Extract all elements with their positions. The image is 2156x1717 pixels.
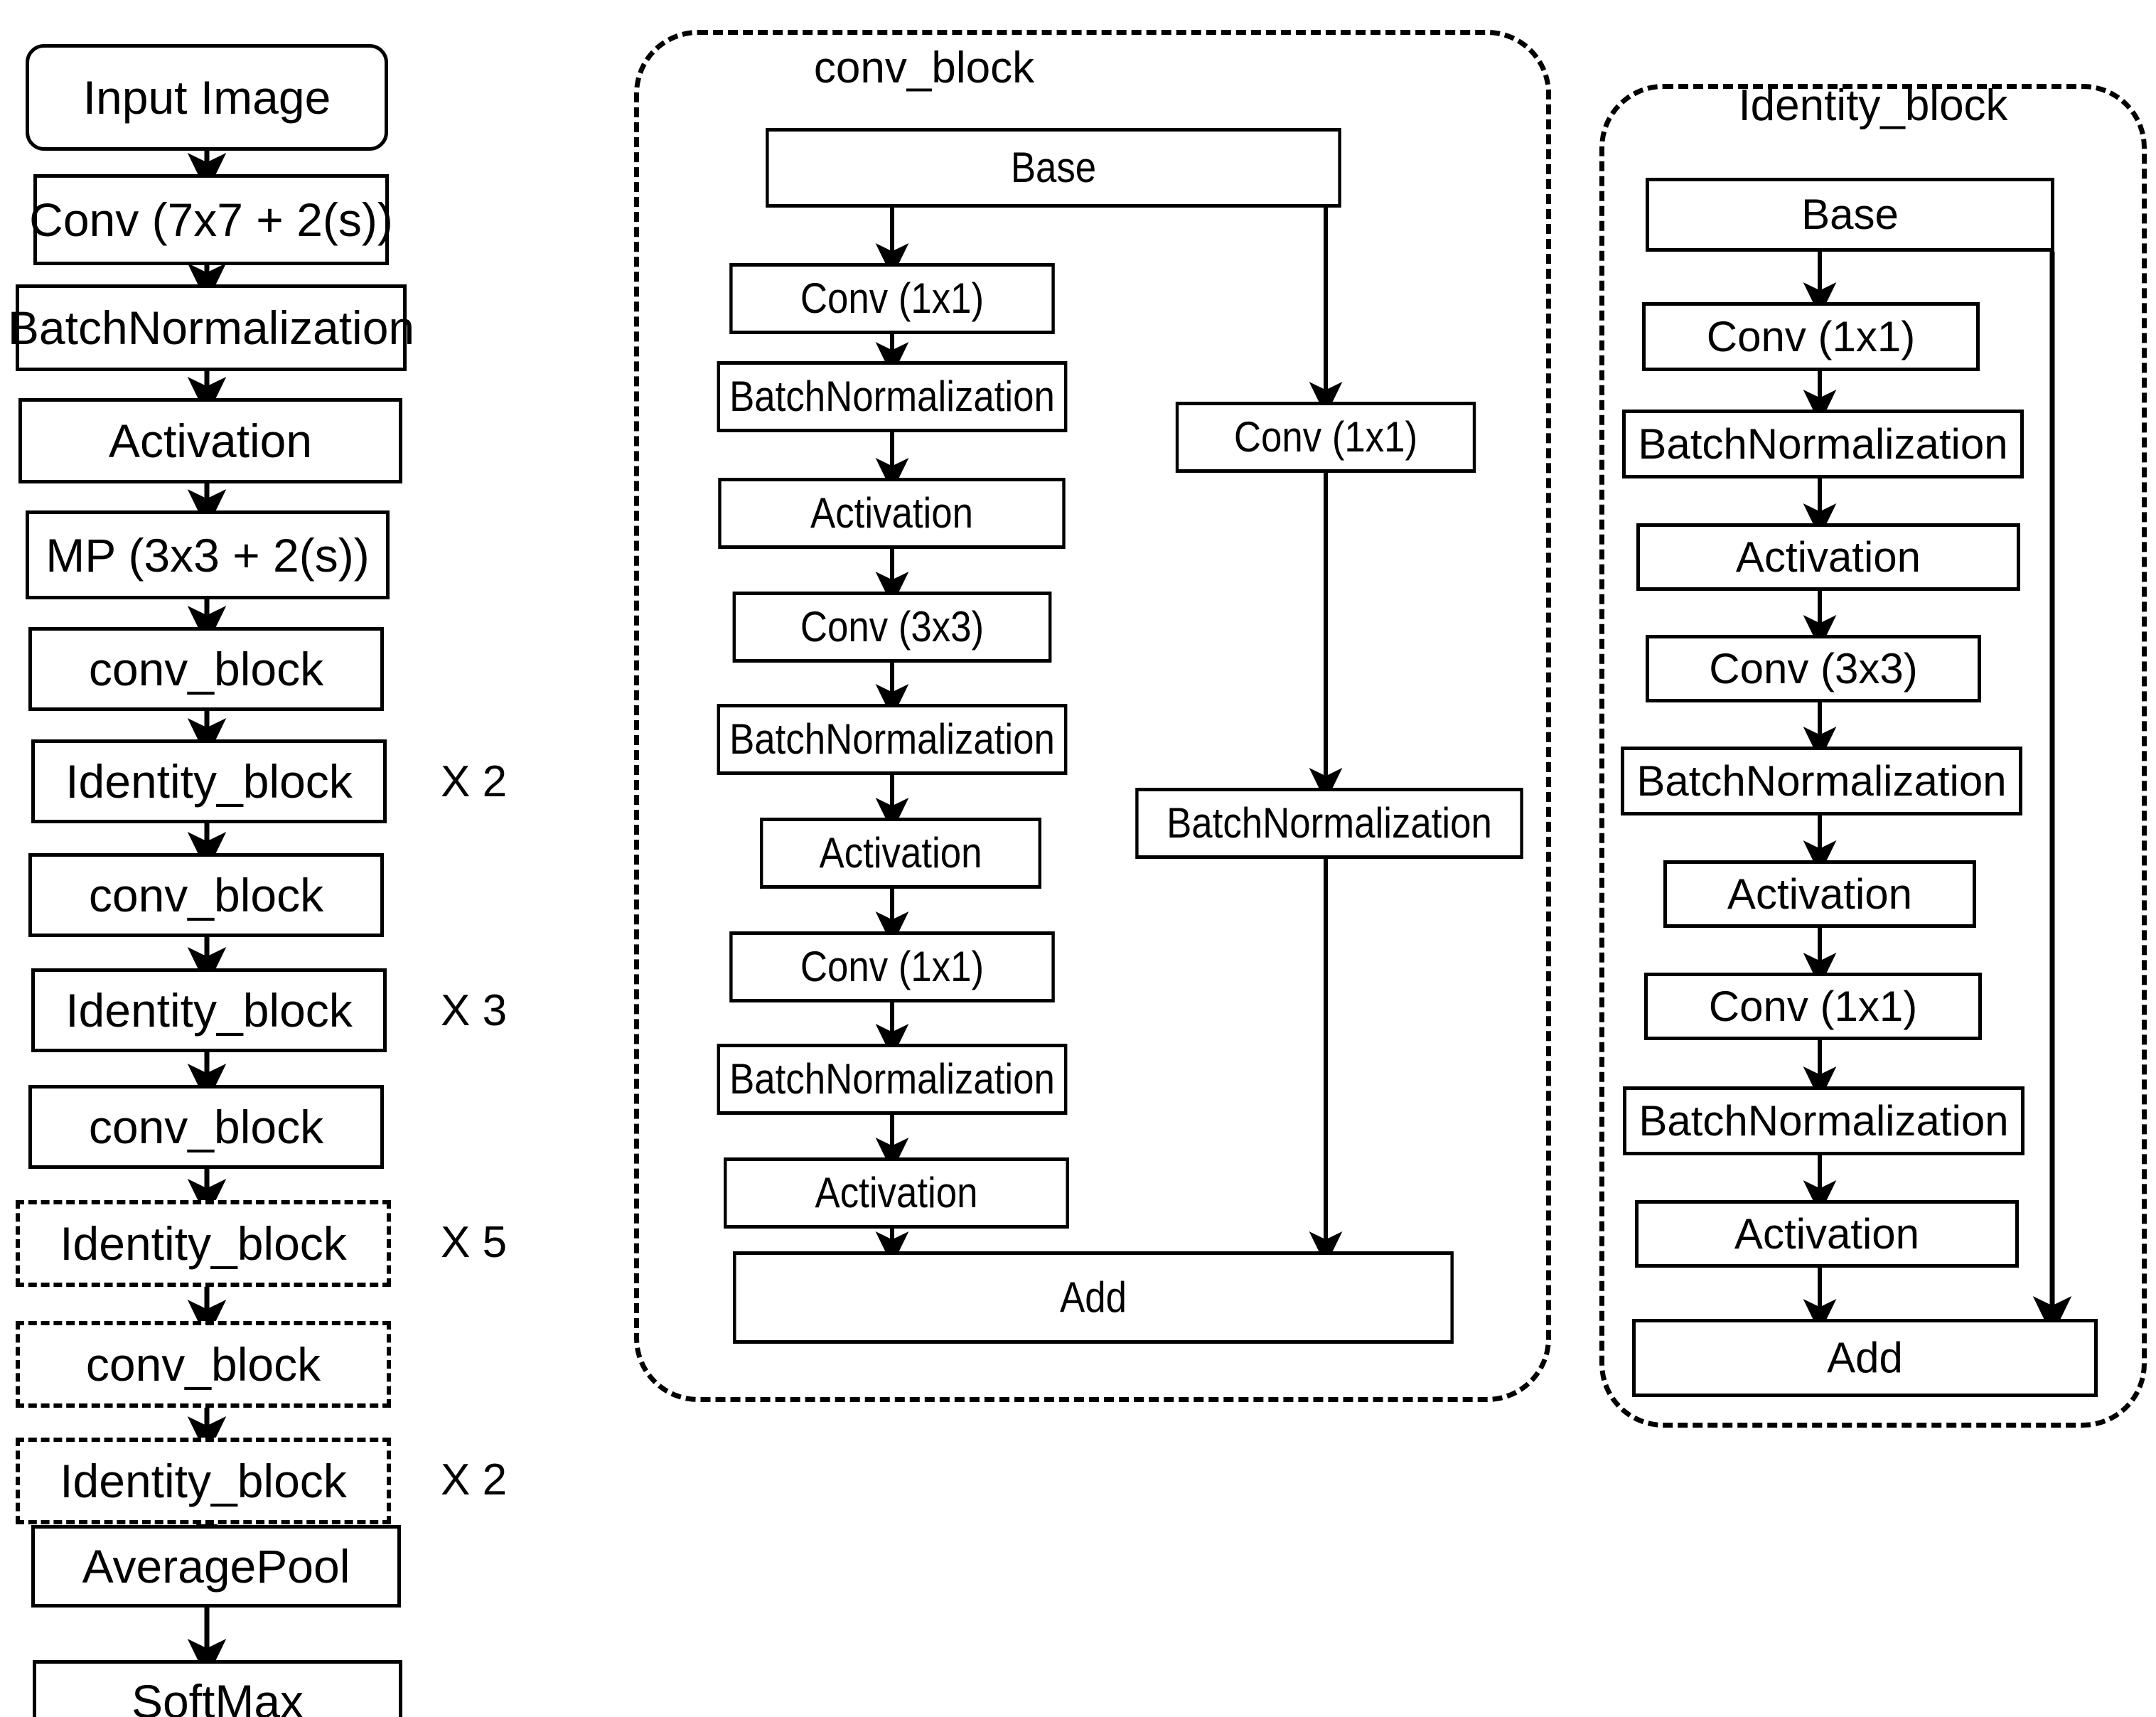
identity-block-caption: Identity_block [1738,80,2008,130]
identity-block-node-ib-conv-1x1-a: Conv (1x1) [1642,302,1980,371]
conv-block-node-cb-shortcut-bn: BatchNormalization [1135,788,1523,859]
repeat-count-repeat-x3: X 3 [441,985,508,1035]
main-pipeline-node-activation-1: Activation [18,398,402,483]
identity-block-node-ib-base: Base [1646,178,2054,252]
conv-block-container [634,30,1551,1402]
identity-block-node-ib-bn-b: BatchNormalization [1621,747,2022,815]
main-pipeline-node-conv-block-4: conv_block [16,1321,391,1408]
conv-block-node-cb-conv-1x1-a: Conv (1x1) [729,263,1055,334]
main-pipeline-node-conv-block-1: conv_block [28,627,384,711]
main-pipeline-node-maxpool-3x3: MP (3x3 + 2(s)) [26,510,390,599]
conv-block-node-cb-conv-3x3: Conv (3x3) [732,592,1052,663]
identity-block-node-ib-bn-c: BatchNormalization [1623,1086,2024,1155]
main-pipeline-node-identity-block-1: Identity_block [31,739,387,823]
main-pipeline-node-identity-block-3: Identity_block [16,1200,391,1287]
main-pipeline-node-softmax: SoftMax [33,1660,402,1717]
conv-block-caption: conv_block [813,43,1035,92]
repeat-count-repeat-x5: X 5 [441,1217,508,1267]
identity-block-node-ib-act-a: Activation [1636,523,2020,591]
identity-block-node-ib-conv-1x1-b: Conv (1x1) [1644,973,1982,1040]
identity-block-node-ib-bn-a: BatchNormalization [1622,410,2024,478]
identity-block-node-ib-conv-3x3: Conv (3x3) [1646,635,1981,702]
identity-block-container [1599,84,2147,1428]
repeat-count-repeat-x2-a: X 2 [441,756,508,806]
conv-block-node-cb-bn-b: BatchNormalization [717,704,1068,775]
identity-block-node-ib-act-b: Activation [1663,860,1976,928]
main-pipeline-node-conv-7x7: Conv (7x7 + 2(s)) [29,174,393,265]
main-pipeline-node-input-image: Input Image [26,44,388,151]
main-pipeline-node-conv-block-3: conv_block [28,1085,384,1169]
conv-block-node-cb-act-c: Activation [724,1157,1069,1229]
conv-block-node-cb-base: Base [766,128,1341,208]
main-pipeline-node-identity-block-2: Identity_block [31,968,387,1052]
identity-block-node-ib-add: Add [1632,1319,2098,1397]
conv-block-node-cb-act-a: Activation [718,478,1066,549]
main-pipeline-node-conv-block-2: conv_block [28,853,384,937]
main-pipeline-node-identity-block-4: Identity_block [16,1438,391,1524]
conv-block-node-cb-bn-c: BatchNormalization [717,1044,1068,1115]
conv-block-node-cb-add: Add [733,1251,1454,1344]
main-pipeline-node-average-pool: AveragePool [31,1525,401,1608]
conv-block-node-cb-bn-a: BatchNormalization [717,361,1068,432]
identity-block-node-ib-act-c: Activation [1635,1200,2019,1268]
conv-block-node-cb-act-b: Activation [760,818,1041,889]
conv-block-node-cb-conv-1x1-b: Conv (1x1) [729,931,1055,1002]
repeat-count-repeat-x2-b: X 2 [441,1455,508,1504]
conv-block-node-cb-shortcut-conv: Conv (1x1) [1175,402,1476,473]
main-pipeline-node-batchnorm-1: BatchNormalization [8,284,414,371]
